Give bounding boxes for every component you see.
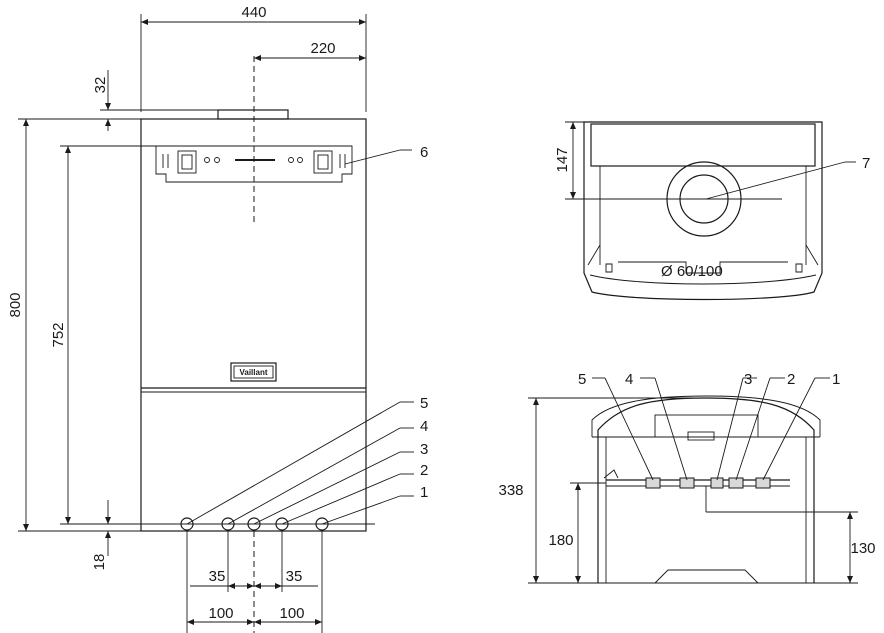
dim-pipe-spacing-left-label: 35 [209,568,226,585]
dim-bottom-offset-label: 18 [91,554,108,571]
top-view-outline [583,121,823,301]
dim-top-offset: 32 [92,70,218,131]
side-view: 338 180 130 5 4 3 2 1 [498,371,876,584]
top-view: Ø 60/100 147 7 [554,121,870,301]
dim-depth-338-label: 338 [498,482,523,499]
side-callout-4: 4 [625,371,633,388]
dim-pipe-height-label: 180 [548,532,573,549]
front-flue-top [217,109,289,120]
dim-width-label: 440 [241,4,266,21]
dim-height: 800 [7,118,141,532]
callout-5: 5 [420,395,428,412]
side-pipe-2 [728,477,744,489]
callout-3: 3 [420,441,428,458]
dim-depth-147-label: 147 [554,147,571,172]
callout-6: 6 [420,144,428,161]
dim-height-inner: 752 [50,145,156,525]
dim-pipe-height-right-label: 130 [850,540,875,557]
side-pipe-4 [679,477,695,489]
callout-1: 1 [420,484,428,501]
mounting-bracket [155,145,353,183]
side-callout-3: 3 [744,371,752,388]
dim-pipe-outer-left-label: 100 [208,605,233,622]
dim-pipe-outer-right-label: 100 [279,605,304,622]
callout-4: 4 [420,418,428,435]
dim-width: 440 [140,4,367,112]
dim-pipe-spacing: 35 35 100 100 [186,531,323,633]
dim-height-inner-label: 752 [50,322,67,347]
dim-bottom-offset: 18 [91,500,141,570]
flue-diameter-label: Ø 60/100 [661,263,723,280]
logo-text: Vaillant [239,368,267,377]
side-pipe-1 [755,477,771,489]
front-callouts: 6 5 4 3 2 1 [186,144,428,525]
dim-half-width: 220 [254,40,366,61]
side-callout-1: 1 [832,371,840,388]
side-pipe-3 [710,477,724,489]
logo-plate [230,362,277,382]
front-view: Vaillant 440 220 32 [7,4,428,633]
side-callout-2: 2 [787,371,795,388]
dim-half-width-label: 220 [310,40,335,57]
dim-height-label: 800 [7,292,24,317]
dim-pipe-spacing-right-label: 35 [286,568,303,585]
callout-2: 2 [420,462,428,479]
top-view-front-panel [590,123,816,167]
callout-7: 7 [862,155,870,172]
side-callouts: 5 4 3 2 1 [578,371,840,481]
side-pipe-5 [645,477,661,489]
side-callout-5: 5 [578,371,586,388]
dim-top-offset-label: 32 [92,77,109,94]
front-pipe-connections [110,517,375,531]
